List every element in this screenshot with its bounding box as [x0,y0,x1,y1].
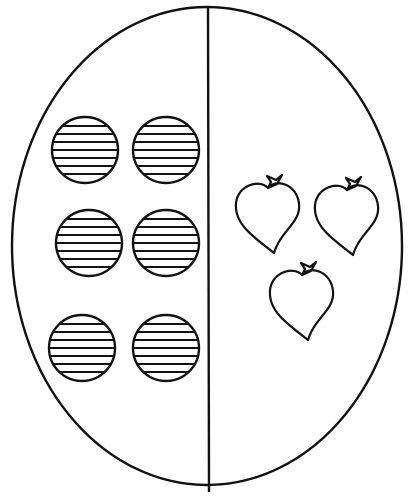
striped-circle-icon [121,117,211,183]
divider-line [208,8,209,492]
striped-circle-icon [121,210,211,276]
left-group [37,117,211,381]
striped-circle-icon [37,315,127,381]
striped-circle-icon [121,315,211,381]
apple-icon [270,262,333,340]
striped-circle-icon [44,210,134,276]
apple-icon [236,175,299,253]
striped-circle-icon [40,117,130,183]
apple-icon [315,177,378,255]
right-group [236,175,378,340]
